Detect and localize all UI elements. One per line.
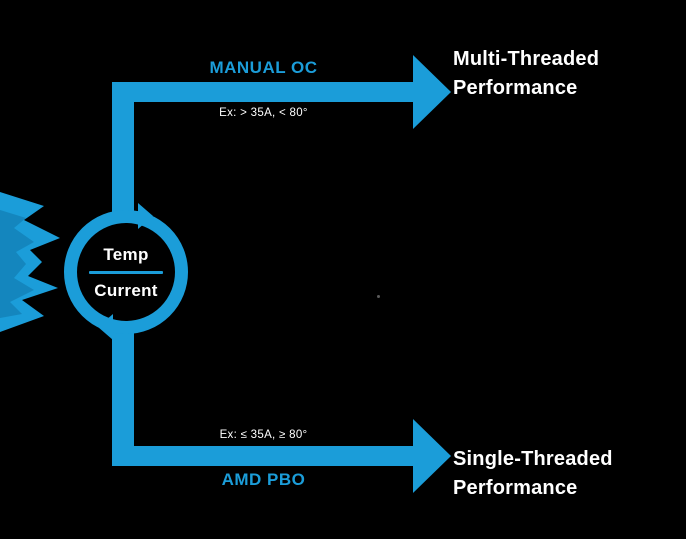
amd-pbo-example: Ex: ≤ 35A, ≥ 80° xyxy=(219,429,308,441)
multi-threaded-result-label: Multi-Threaded Performance xyxy=(453,45,599,103)
energy-burst-shading xyxy=(0,210,34,318)
top-arrowhead-icon xyxy=(413,55,451,129)
single-threaded-result-label: Single-Threaded Performance xyxy=(453,445,613,503)
single-threaded-line1: Single-Threaded xyxy=(453,448,613,470)
amd-pbo-label: AMD PBO xyxy=(221,470,306,489)
cycle-current-label: Current xyxy=(94,280,158,300)
bottom-arrowhead-icon xyxy=(413,419,451,493)
top-connector-vertical xyxy=(112,82,134,235)
cycle-clockwise-arrow-bottom-icon xyxy=(98,314,113,340)
manual-oc-example: Ex: > 35A, < 80° xyxy=(219,107,308,119)
energy-burst-shape xyxy=(0,192,60,332)
multi-threaded-line2: Performance xyxy=(453,77,578,99)
cycle-divider xyxy=(89,270,163,274)
multi-threaded-line1: Multi-Threaded xyxy=(453,48,600,70)
bottom-connector-horizontal xyxy=(112,446,415,466)
bottom-connector-vertical xyxy=(112,310,134,466)
cycle-content: Temp Current xyxy=(64,210,188,334)
cycle-temp-label: Temp xyxy=(103,244,149,264)
stray-dot xyxy=(377,295,380,298)
cycle-clockwise-arrow-top-icon xyxy=(138,203,153,229)
top-connector-horizontal xyxy=(112,82,415,102)
single-threaded-line2: Performance xyxy=(453,477,578,499)
manual-oc-label: MANUAL OC xyxy=(209,58,318,77)
